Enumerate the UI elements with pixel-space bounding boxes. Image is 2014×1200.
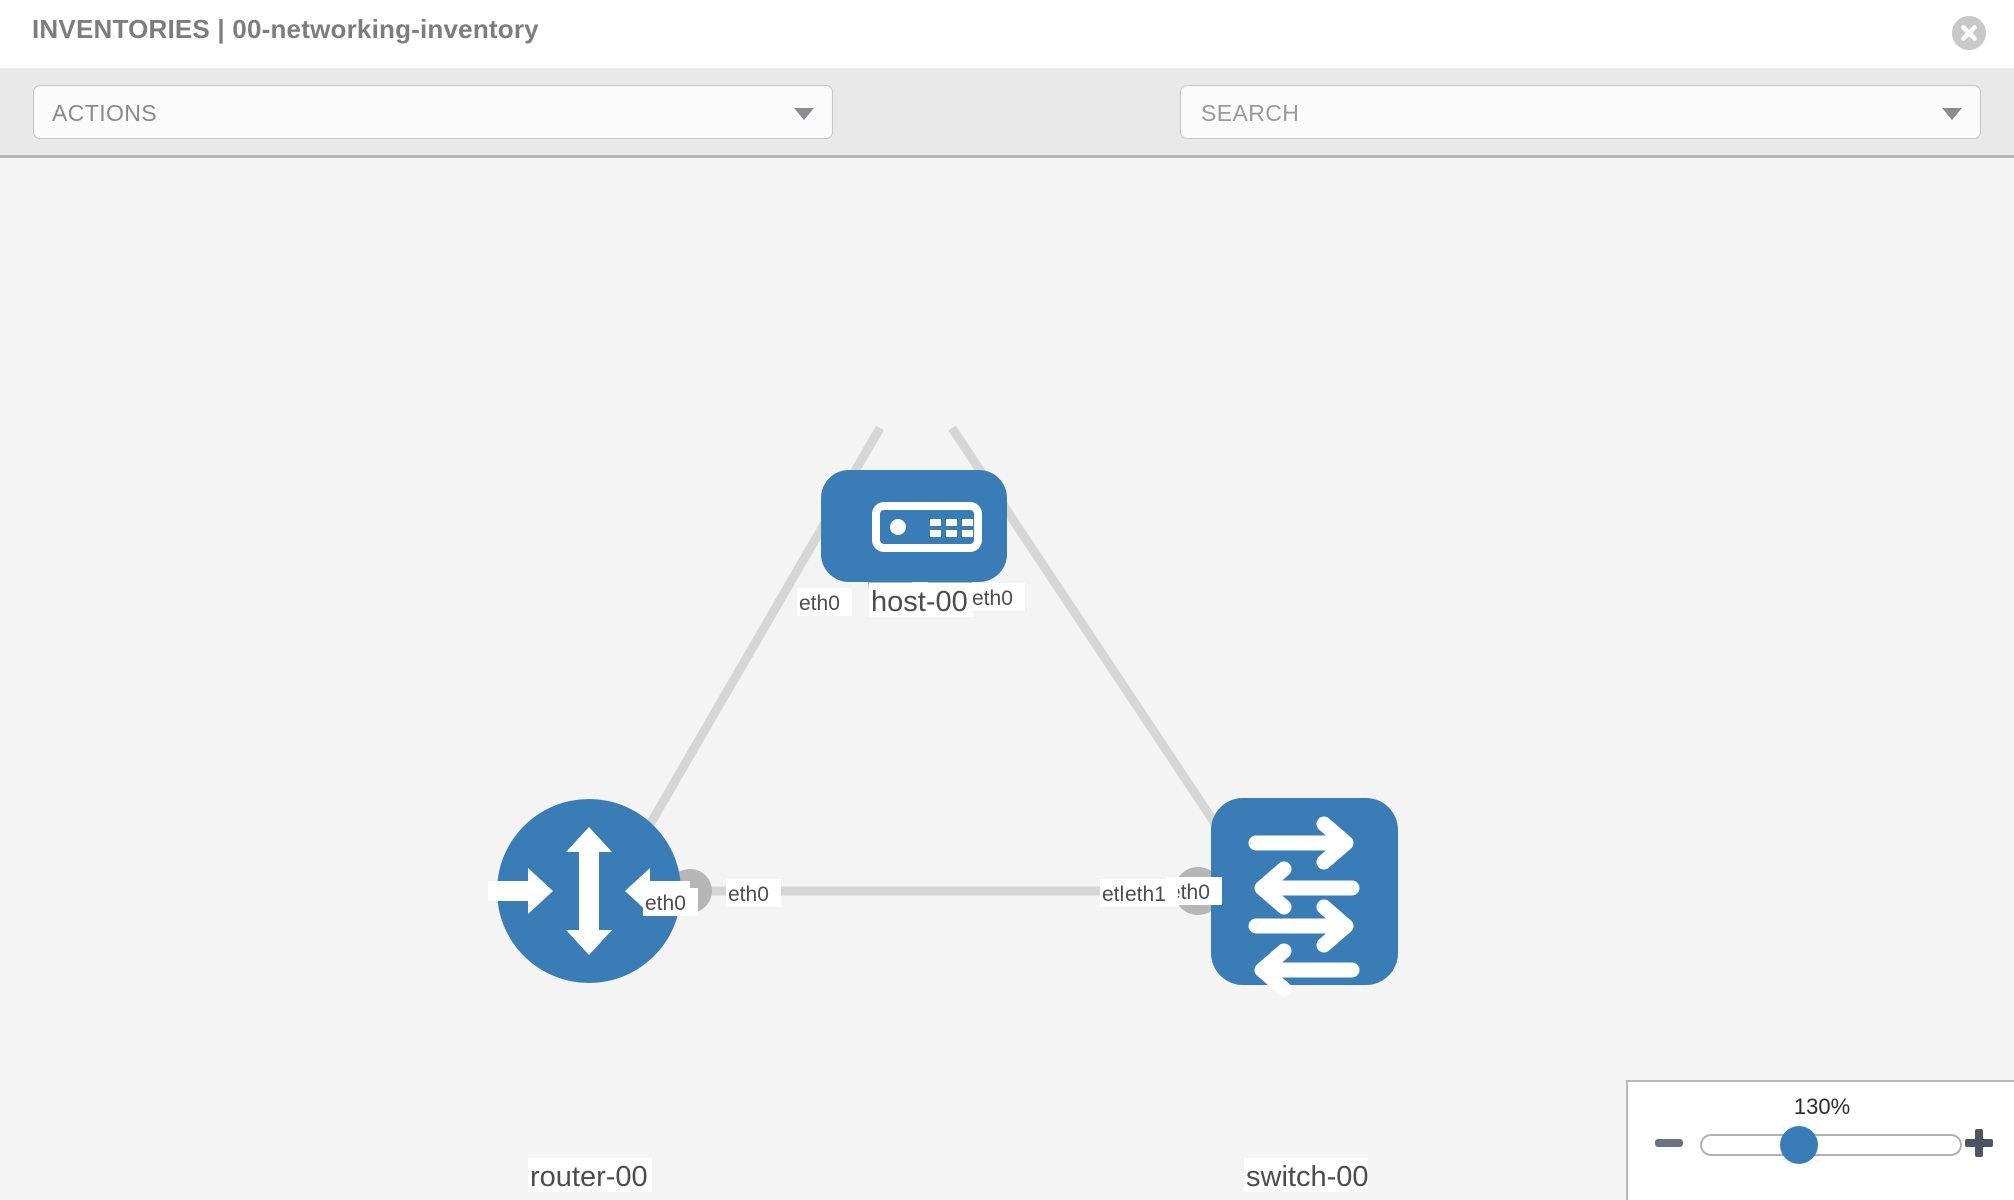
minus-icon[interactable]: [1652, 1126, 1686, 1160]
search-input[interactable]: [1199, 98, 1919, 128]
toolbar: ACTIONS: [0, 68, 2014, 198]
chevron-down-icon[interactable]: [1942, 108, 1962, 120]
zoom-slider-thumb[interactable]: [1780, 1126, 1818, 1164]
plus-icon[interactable]: [1962, 1126, 1996, 1160]
node-label-host-00: host-00: [871, 586, 968, 618]
node-labels: host-00 router-00 switch-00: [528, 583, 1369, 1193]
zoom-slider-track[interactable]: [1700, 1134, 1962, 1156]
interface-labels: eth0 eth0 eth0 eth0 eth0 eth0 eth1: [643, 583, 1222, 916]
topology-ports: [668, 561, 1259, 970]
iface-label-switch-left: eth1: [1125, 883, 1166, 906]
page-title: INVENTORIES | 00-networking-inventory: [32, 14, 539, 44]
page-header: INVENTORIES | 00-networking-inventory: [0, 0, 2014, 68]
iface-label-host-right: eth0: [972, 587, 1013, 610]
actions-dropdown-label: ACTIONS: [52, 100, 158, 126]
node-host-00[interactable]: [821, 470, 1007, 582]
close-icon[interactable]: [1952, 16, 1986, 50]
chevron-down-icon: [794, 108, 814, 120]
iface-label-router-right: eth0: [728, 883, 769, 906]
zoom-level-value: 130%: [1793, 1094, 1851, 1119]
iface-label-router-up: eth0: [645, 892, 686, 915]
server-appliance-icon: [872, 502, 982, 552]
search-input-wrapper[interactable]: [1180, 85, 1981, 139]
topology-canvas[interactable]: eth0 eth0 eth0 eth0 eth0 eth0 eth1: [0, 158, 2014, 1200]
node-label-router-00: router-00: [530, 1161, 648, 1193]
actions-dropdown[interactable]: ACTIONS: [33, 85, 833, 139]
zoom-control-panel: 130%: [1626, 1080, 2014, 1200]
iface-label-switch-up: eth0: [1169, 881, 1210, 904]
iface-label-host-left: eth0: [799, 592, 840, 615]
node-label-switch-00: switch-00: [1246, 1161, 1369, 1193]
switch-arrows-icon: [1248, 816, 1360, 997]
node-switch-00[interactable]: [1211, 798, 1398, 997]
